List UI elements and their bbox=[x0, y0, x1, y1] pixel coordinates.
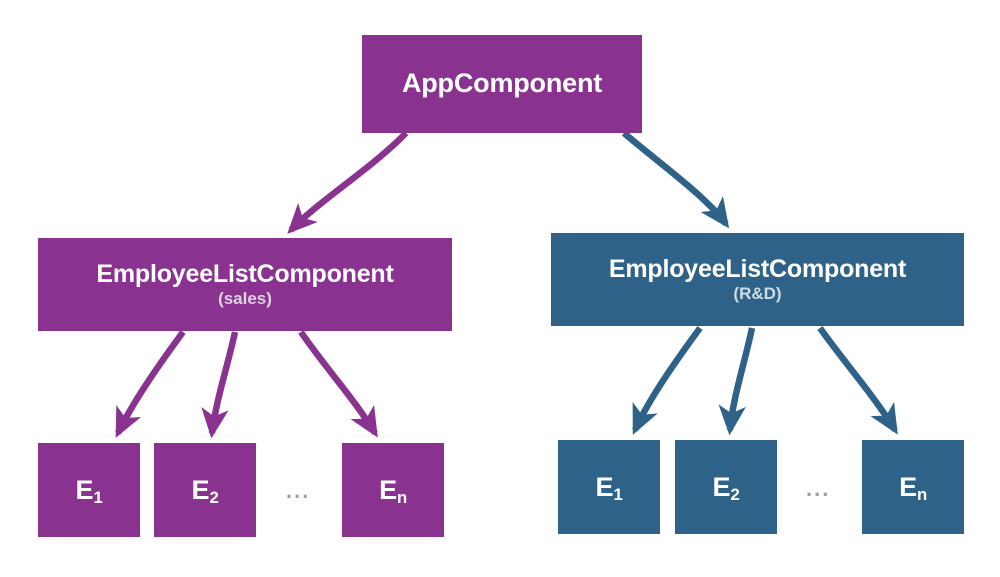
node-employee-rnd-n-label: En bbox=[899, 472, 928, 505]
ellipsis-rnd: ... bbox=[806, 476, 831, 501]
node-employee-rnd-1-label: E1 bbox=[595, 472, 623, 505]
node-employee-list-component-sales[interactable]: EmployeeListComponent (sales) bbox=[38, 238, 452, 331]
node-employee-sales-n[interactable]: En bbox=[342, 443, 444, 537]
node-employee-list-sales-subtitle: (sales) bbox=[218, 288, 272, 308]
node-employee-sales-n-label: En bbox=[379, 475, 408, 508]
ellipsis-sales: ... bbox=[286, 478, 311, 503]
edge-app-to-sales bbox=[287, 130, 409, 234]
node-app-component[interactable]: AppComponent bbox=[362, 35, 642, 133]
node-employee-sales-2-label: E2 bbox=[191, 475, 219, 508]
node-employee-rnd-2[interactable]: E2 bbox=[675, 440, 777, 534]
node-employee-rnd-n[interactable]: En bbox=[862, 440, 964, 534]
node-employee-list-rnd-subtitle: (R&D) bbox=[733, 283, 782, 303]
edge-app-to-rnd bbox=[621, 130, 730, 229]
node-employee-list-rnd-label: EmployeeListComponent bbox=[608, 254, 907, 283]
edge-rnd-to-e2 bbox=[718, 327, 756, 436]
node-employee-sales-1-label: E1 bbox=[75, 475, 103, 508]
node-employee-sales-2[interactable]: E2 bbox=[154, 443, 256, 537]
node-employee-rnd-1[interactable]: E1 bbox=[558, 440, 660, 534]
edge-rnd-to-en bbox=[817, 326, 898, 435]
node-employee-list-component-rnd[interactable]: EmployeeListComponent (R&D) bbox=[551, 233, 964, 326]
edge-sales-to-e2 bbox=[201, 331, 239, 439]
node-employee-sales-1[interactable]: E1 bbox=[38, 443, 140, 537]
edge-sales-to-e1 bbox=[115, 330, 186, 438]
node-employee-list-sales-label: EmployeeListComponent bbox=[96, 259, 394, 288]
edge-sales-to-en bbox=[298, 330, 378, 438]
node-app-component-label: AppComponent bbox=[401, 68, 603, 99]
edge-rnd-to-e1 bbox=[632, 326, 703, 435]
node-employee-rnd-2-label: E2 bbox=[712, 472, 740, 505]
